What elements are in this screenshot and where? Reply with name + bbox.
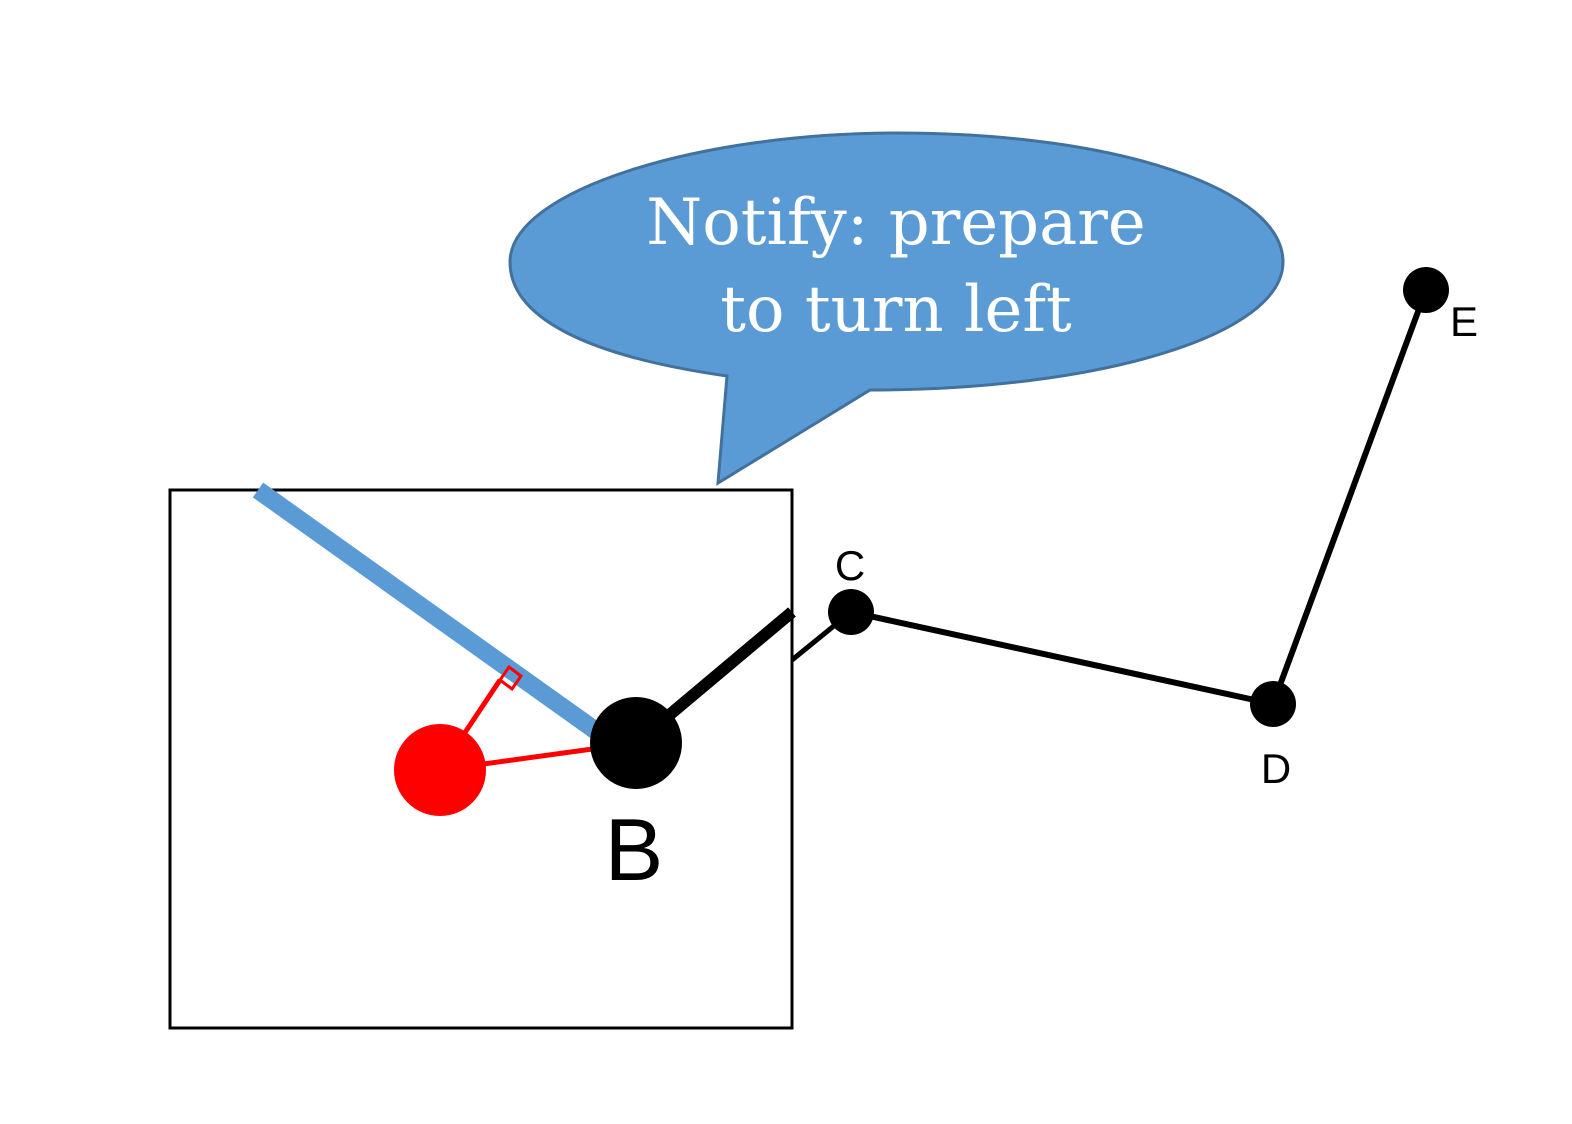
callout-text-line-2: to turn left <box>720 273 1072 347</box>
node-b-label: B <box>605 800 664 899</box>
zoom-inset: B <box>168 482 796 1030</box>
callout-bubble <box>508 131 1285 486</box>
user-position-dot <box>394 724 486 816</box>
node-e-label: E <box>1450 298 1478 345</box>
node-b <box>590 697 682 789</box>
traveled-route-segment <box>252 482 626 756</box>
route-segment-c-to-d <box>850 609 1274 707</box>
node-e <box>1403 267 1449 313</box>
right-angle-marker <box>497 664 524 692</box>
node-c <box>828 589 874 635</box>
node-d-label: D <box>1261 745 1291 792</box>
route-path: C D E <box>790 267 1478 792</box>
node-c-label: C <box>835 542 865 589</box>
notification-callout: Notify: prepare to turn left <box>508 131 1285 486</box>
route-segment-d-to-e <box>1270 288 1429 706</box>
callout-text-line-1: Notify: prepare <box>646 186 1146 260</box>
node-d <box>1250 681 1296 727</box>
